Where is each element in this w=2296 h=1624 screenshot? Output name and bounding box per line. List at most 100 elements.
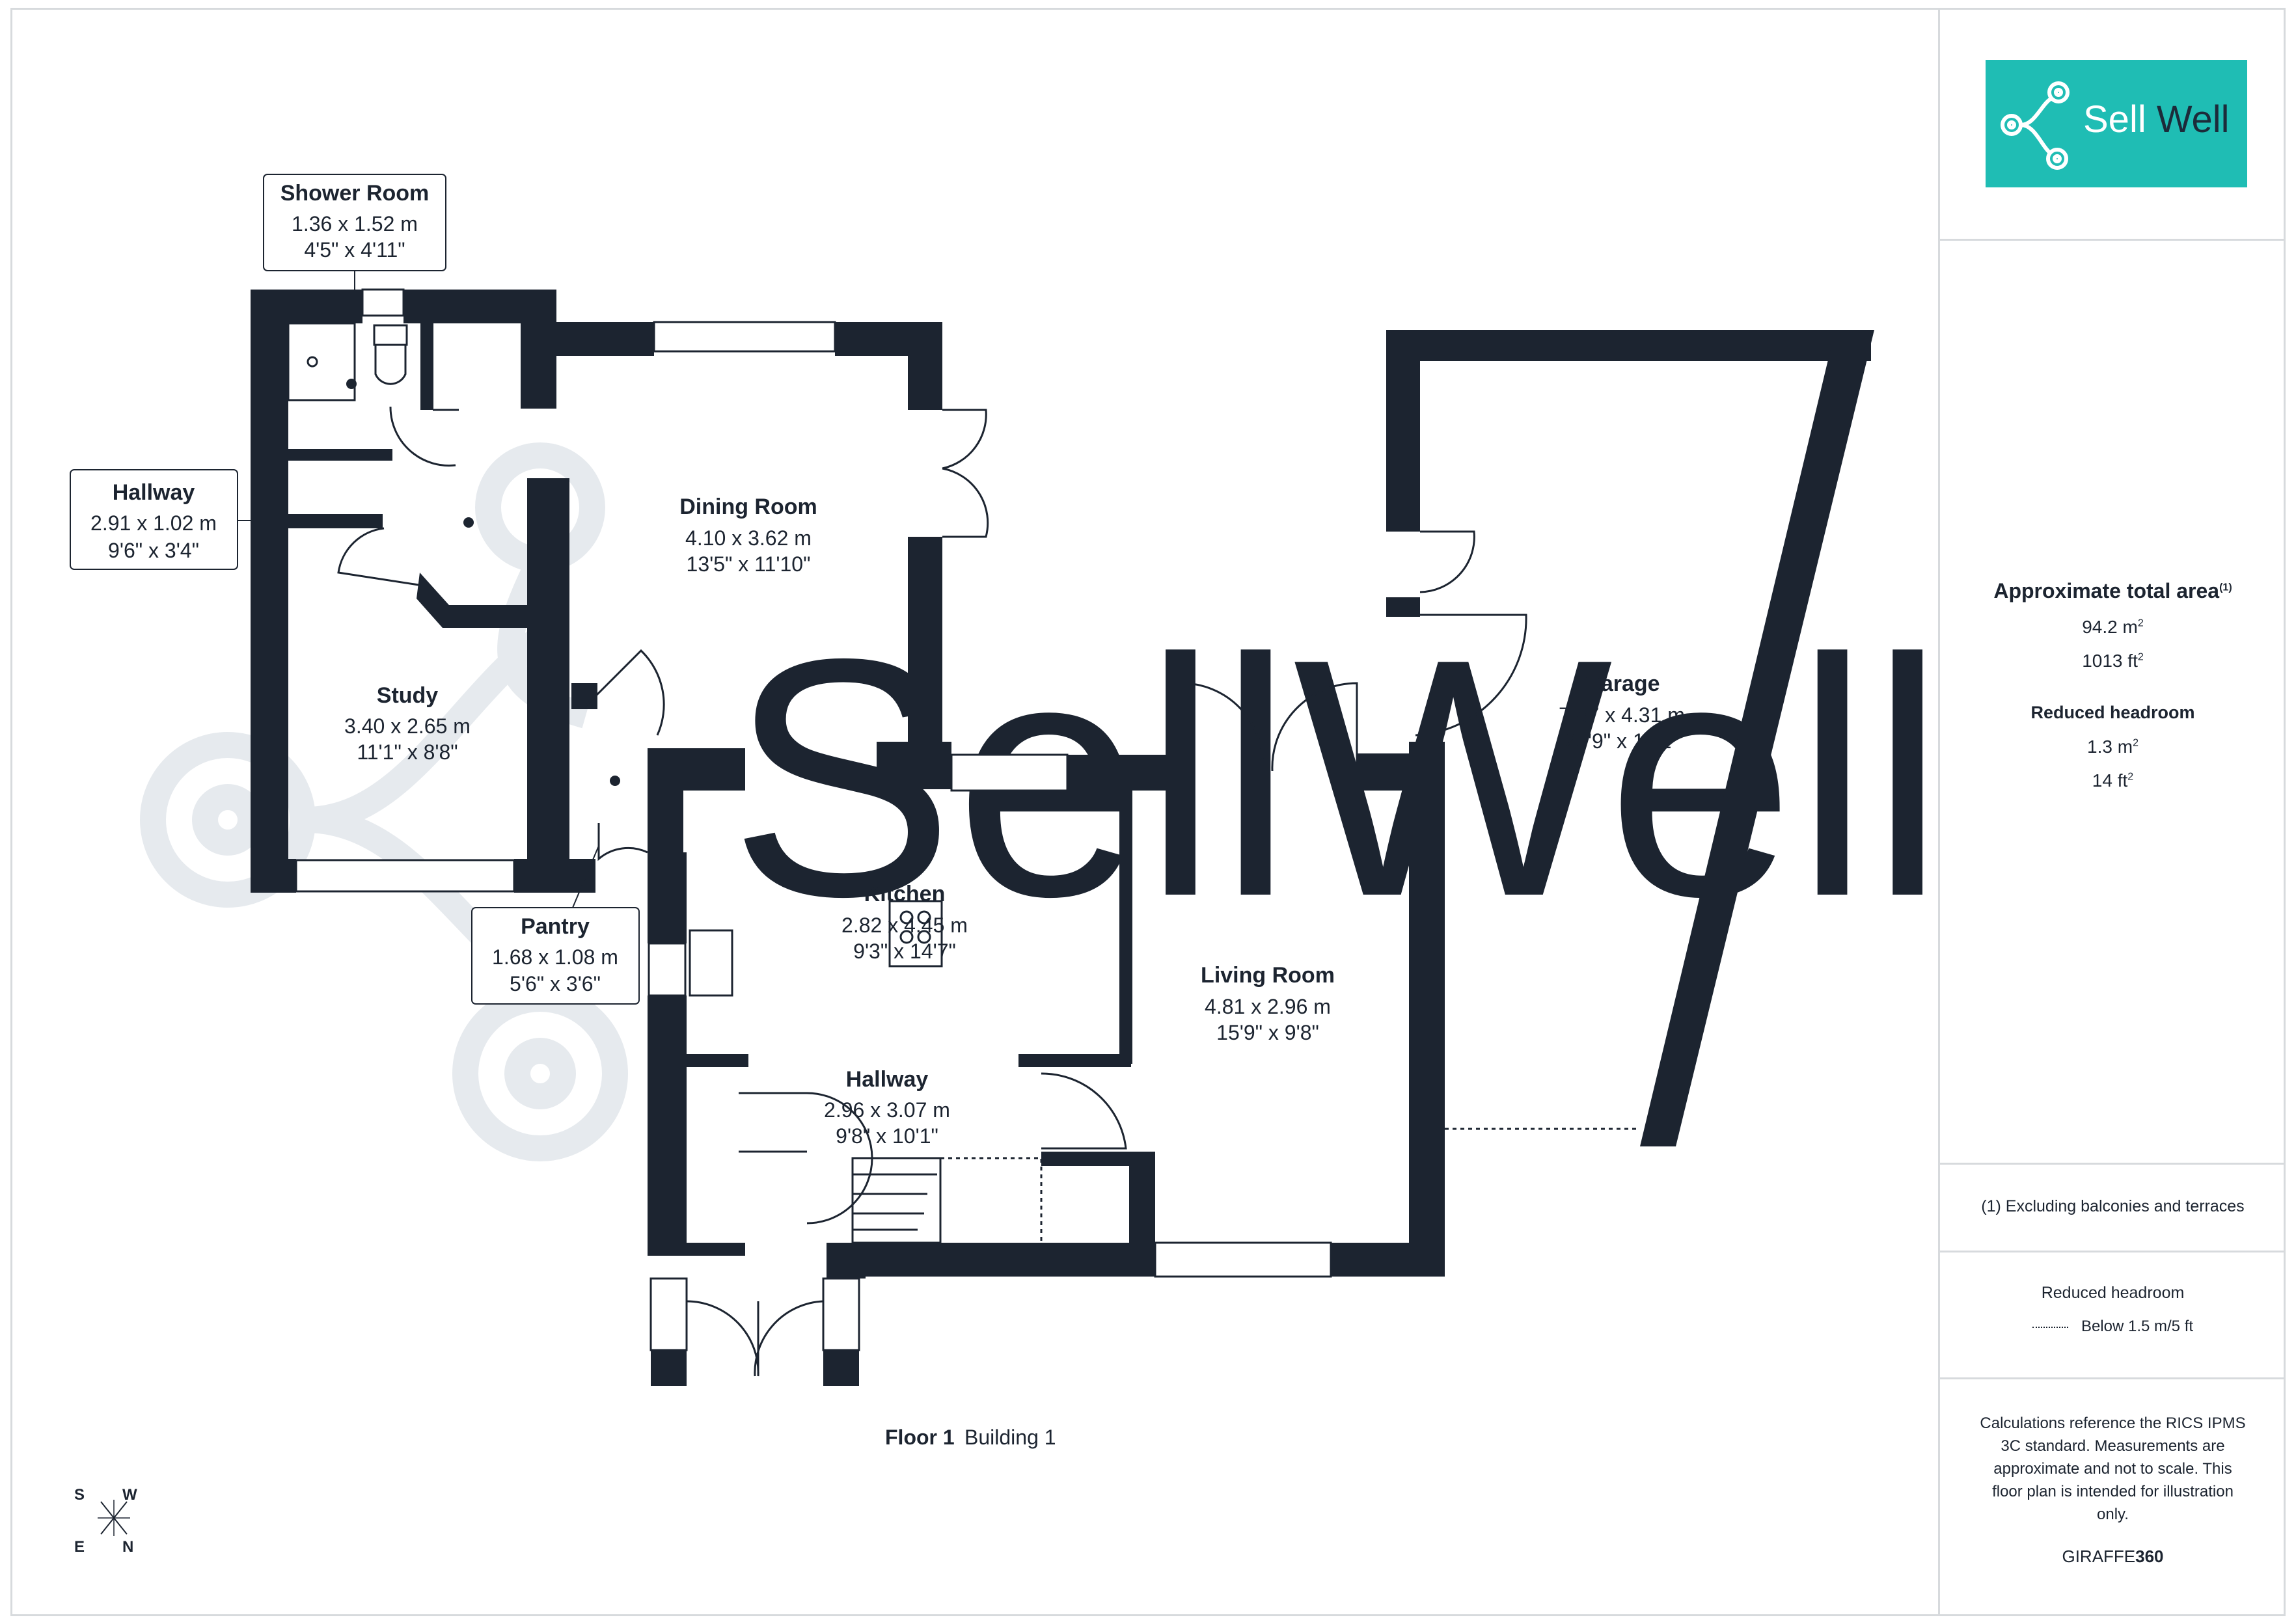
door-dining-east-1 [942,409,987,470]
room-name-hallway-lower: Hallway [846,1067,929,1092]
door-living-french-2 [1271,682,1358,772]
logo-text-sell: Sell [2083,98,2146,141]
window-living [1154,1241,1332,1278]
door-entrance [686,1300,824,1377]
disclaimer-line: Calculations reference the RICS IPMS [1980,1414,2246,1432]
hob-ring [917,910,931,925]
room-imperial-shower: 4'5" x 4'11" [304,238,405,262]
watermark-circle-left [140,732,316,908]
compass-n: N [122,1538,133,1556]
window-study [295,859,515,893]
legend-dotted-line [2032,1326,2068,1328]
logo-icon [2001,81,2070,170]
room-labels: Shower Room 1.36 x 1.52 m 4'5" x 4'11" H… [70,174,1685,1148]
room-name-living: Living Room [1201,963,1335,988]
room-imperial-dining: 13'5" x 11'10" [687,552,811,576]
credit-360: 360 [2135,1547,2164,1566]
disclaimer-section: Calculations reference the RICS IPMS 3C … [1940,1377,2286,1618]
building-label: Building 1 [964,1426,1056,1449]
area-section: Approximate total area(1) 94.2 m2 1013 f… [1940,239,2286,1165]
watermark-dot-left [192,784,264,856]
disclaimer-line: only. [2097,1506,2129,1523]
hob-ring [899,910,914,925]
door-living-french-1 [1180,682,1264,772]
reduced-sqm-value: 1.3 m [2087,737,2133,757]
room-name-dining: Dining Room [679,494,817,519]
credit: GIRAFFE360 [1940,1547,2286,1567]
room-metric-hallway-upper: 2.91 x 1.02 m [90,511,217,535]
watermark-dot-bottom [504,1038,576,1109]
logo-text-well: Well [2146,98,2230,141]
room-metric-kitchen: 2.82 x 4.45 m [841,914,968,937]
window-entrance-right [822,1277,860,1351]
window-shower [361,288,405,317]
toilet-cistern [373,324,408,346]
room-name-kitchen: Kitchen [864,882,946,906]
disclaimer-line: approximate and not to scale. This [1993,1460,2232,1478]
kitchen-sink [689,929,733,997]
doors [337,406,1527,1377]
shower-tray [287,322,356,401]
compass-e: E [74,1538,85,1556]
area-title-text: Approximate total area [1993,579,2220,602]
disclaimer-line: floor plan is intended for illustration [1992,1483,2234,1500]
legend-section: Reduced headroom Below 1.5 m/5 ft [1940,1251,2286,1379]
fixtures [287,322,1640,1244]
room-imperial-study: 11'1" x 8'8" [357,740,458,764]
area-title: Approximate total area(1) [1940,579,2286,603]
room-imperial-garage: 25'9" x 14'1" [1565,729,1679,753]
reduced-sqm-squared: 2 [2133,737,2139,749]
brand-logo: Sell Well [1986,60,2247,187]
room-metric-hallway-lower: 2.96 x 3.07 m [824,1098,950,1122]
room-imperial-hallway-lower: 9'8" x 10'1" [836,1124,938,1148]
watermark-circle-bottom [452,986,628,1161]
legend-item: Below 1.5 m/5 ft [1940,1318,2286,1336]
reduced-sqft: 14 ft2 [1940,770,2286,791]
disclaimer-text: Calculations reference the RICS IPMS 3C … [1940,1412,2286,1526]
room-imperial-hallway-upper: 9'6" x 3'4" [108,539,199,562]
door-shower [389,406,459,467]
windows [295,288,1332,1351]
room-name-study: Study [377,683,439,708]
page-frame [10,8,2286,1616]
reduced-sqft-squared: 2 [2127,771,2134,783]
legend-title: Reduced headroom [2041,1284,2185,1302]
room-imperial-living: 15'9" x 9'8" [1216,1021,1319,1044]
door-pantry [597,823,648,861]
room-metric-pantry: 1.68 x 1.08 m [492,945,618,969]
legend-item-text: Below 1.5 m/5 ft [2081,1318,2194,1335]
room-name-shower: Shower Room [280,181,430,206]
room-metric-dining: 4.10 x 3.62 m [685,526,812,550]
compass-s: S [74,1486,85,1504]
area-sqft-squared: 2 [2137,651,2144,663]
window-dining [653,321,836,353]
hob-ring [917,930,931,944]
footnote-text: (1) Excluding balconies and terraces [1981,1197,2245,1215]
label-box-pantry [471,907,640,1005]
room-imperial-pantry: 5'6" x 3'6" [510,972,601,995]
info-panel: Sell Well Approximate total area(1) 94.2… [1938,8,2286,1616]
room-metric-garage: 7.87 x 4.31 m [1559,703,1685,727]
area-sqm-squared: 2 [2137,617,2144,629]
door-garage-inner [1415,614,1527,737]
hob-ring [899,930,914,944]
toilet-bowl [374,345,407,385]
area-sqm: 94.2 m2 [1940,617,2286,638]
window-kitchen [950,753,1069,792]
window-entrance-left [649,1277,688,1351]
floor-label: Floor 1 [885,1426,955,1449]
area-sqft-value: 1013 ft [2082,651,2138,671]
staircase [851,1157,942,1244]
label-box-hallway-upper [70,469,238,570]
door-hall-study [337,527,424,587]
shower-drain [307,356,318,368]
disclaimer-line: 3C standard. Measurements are [2001,1437,2225,1455]
reduced-sqm: 1.3 m2 [1940,737,2286,757]
door-kitchen-hall [584,649,665,736]
compass: S W E N [74,1486,137,1556]
footnote-section: (1) Excluding balconies and terraces [1940,1163,2286,1256]
door-living-hall [1041,1072,1127,1150]
room-metric-living: 4.81 x 2.96 m [1205,995,1331,1018]
area-sqm-value: 94.2 m [2082,617,2138,637]
